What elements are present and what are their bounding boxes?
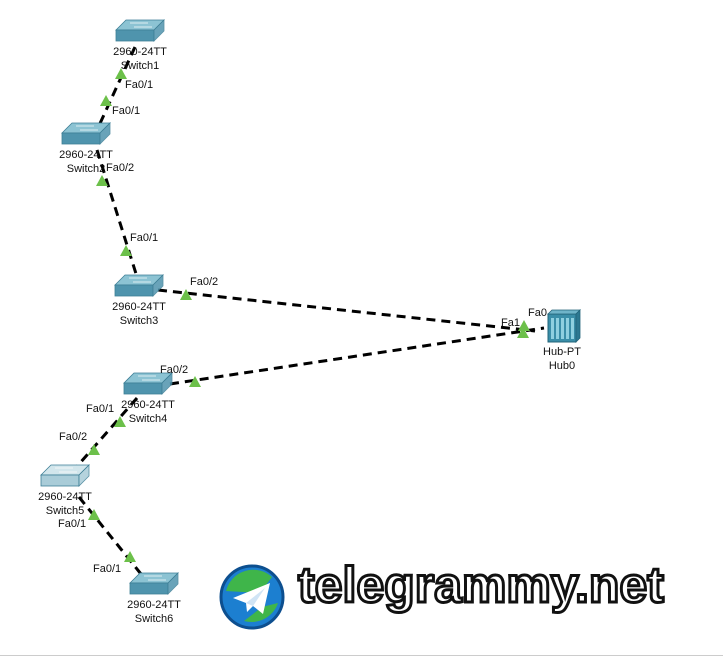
port-label: Fa0/2 <box>160 364 188 376</box>
device-name-label: Switch3 <box>120 315 159 327</box>
device-name-label: Switch6 <box>135 613 174 625</box>
link-cable-switch5-switch6[interactable] <box>77 496 147 580</box>
port-label: Fa0/1 <box>130 232 158 244</box>
device-model-label: 2960-24TT <box>113 46 167 58</box>
device-model-label: 2960-24TT <box>59 149 113 161</box>
device-model-label: 2960-24TT <box>112 301 166 313</box>
hub-icon[interactable] <box>547 309 581 343</box>
link-cable-switch4-hub0[interactable] <box>169 326 545 386</box>
device-name-label: Switch1 <box>121 60 160 72</box>
device-model-label: Hub-PT <box>543 346 581 358</box>
port-label: Fa0/1 <box>93 563 121 575</box>
port-indicator-switch2 <box>100 95 112 106</box>
canvas-bottom-border <box>0 655 723 656</box>
device-name-label: Switch5 <box>46 505 85 517</box>
port-indicator-switch4 <box>189 376 201 387</box>
port-indicator-hub0 <box>517 327 529 338</box>
switch-icon-switch3[interactable] <box>114 274 164 297</box>
switch-icon-switch2[interactable] <box>61 122 111 145</box>
telegram-logo-icon <box>219 564 285 630</box>
port-label: Fa0/2 <box>106 162 134 174</box>
port-indicator-switch1 <box>115 68 127 79</box>
link-cable-switch4-switch5[interactable] <box>71 397 139 472</box>
switch-icon-switch6[interactable] <box>129 572 179 595</box>
switch-icon-switch5[interactable] <box>40 464 90 487</box>
port-indicator-switch4 <box>114 416 126 427</box>
switch-icon-switch4[interactable] <box>123 372 173 395</box>
device-name-label: Switch2 <box>67 163 106 175</box>
link-cable-switch1-switch2[interactable] <box>95 46 137 131</box>
port-indicator-switch3 <box>120 245 132 256</box>
device-model-label: 2960-24TT <box>121 399 175 411</box>
port-label: Fa0/1 <box>58 518 86 530</box>
links-layer <box>71 46 545 580</box>
devices-layer <box>40 19 581 595</box>
device-name-label: Hub0 <box>549 360 575 372</box>
port-label: Fa1 <box>501 317 520 329</box>
switch-icon-switch1[interactable] <box>115 19 165 42</box>
port-label: Fa0/1 <box>125 79 153 91</box>
link-cable-switch2-switch3[interactable] <box>95 149 140 281</box>
link-cable-switch3-hub0[interactable] <box>157 288 536 333</box>
port-indicators-layer <box>88 68 530 562</box>
device-model-label: 2960-24TT <box>38 491 92 503</box>
watermark-text: telegrammy.net <box>297 557 666 613</box>
labels-layer: Fa0/1Fa0/1Fa0/2Fa0/1Fa0/2Fa1Fa0/2Fa0Fa0/… <box>38 46 581 625</box>
port-label: Fa0/1 <box>86 403 114 415</box>
port-indicator-switch5 <box>88 444 100 455</box>
port-label: Fa0 <box>528 307 547 319</box>
port-indicator-switch5 <box>88 509 100 520</box>
port-indicator-hub0 <box>518 320 530 331</box>
port-label: Fa0/1 <box>112 105 140 117</box>
port-indicator-switch6 <box>124 551 136 562</box>
port-label: Fa0/2 <box>190 276 218 288</box>
port-indicator-switch3 <box>180 289 192 300</box>
device-name-label: Switch4 <box>129 413 168 425</box>
port-indicator-switch2 <box>96 175 108 186</box>
port-label: Fa0/2 <box>59 431 87 443</box>
device-model-label: 2960-24TT <box>127 599 181 611</box>
